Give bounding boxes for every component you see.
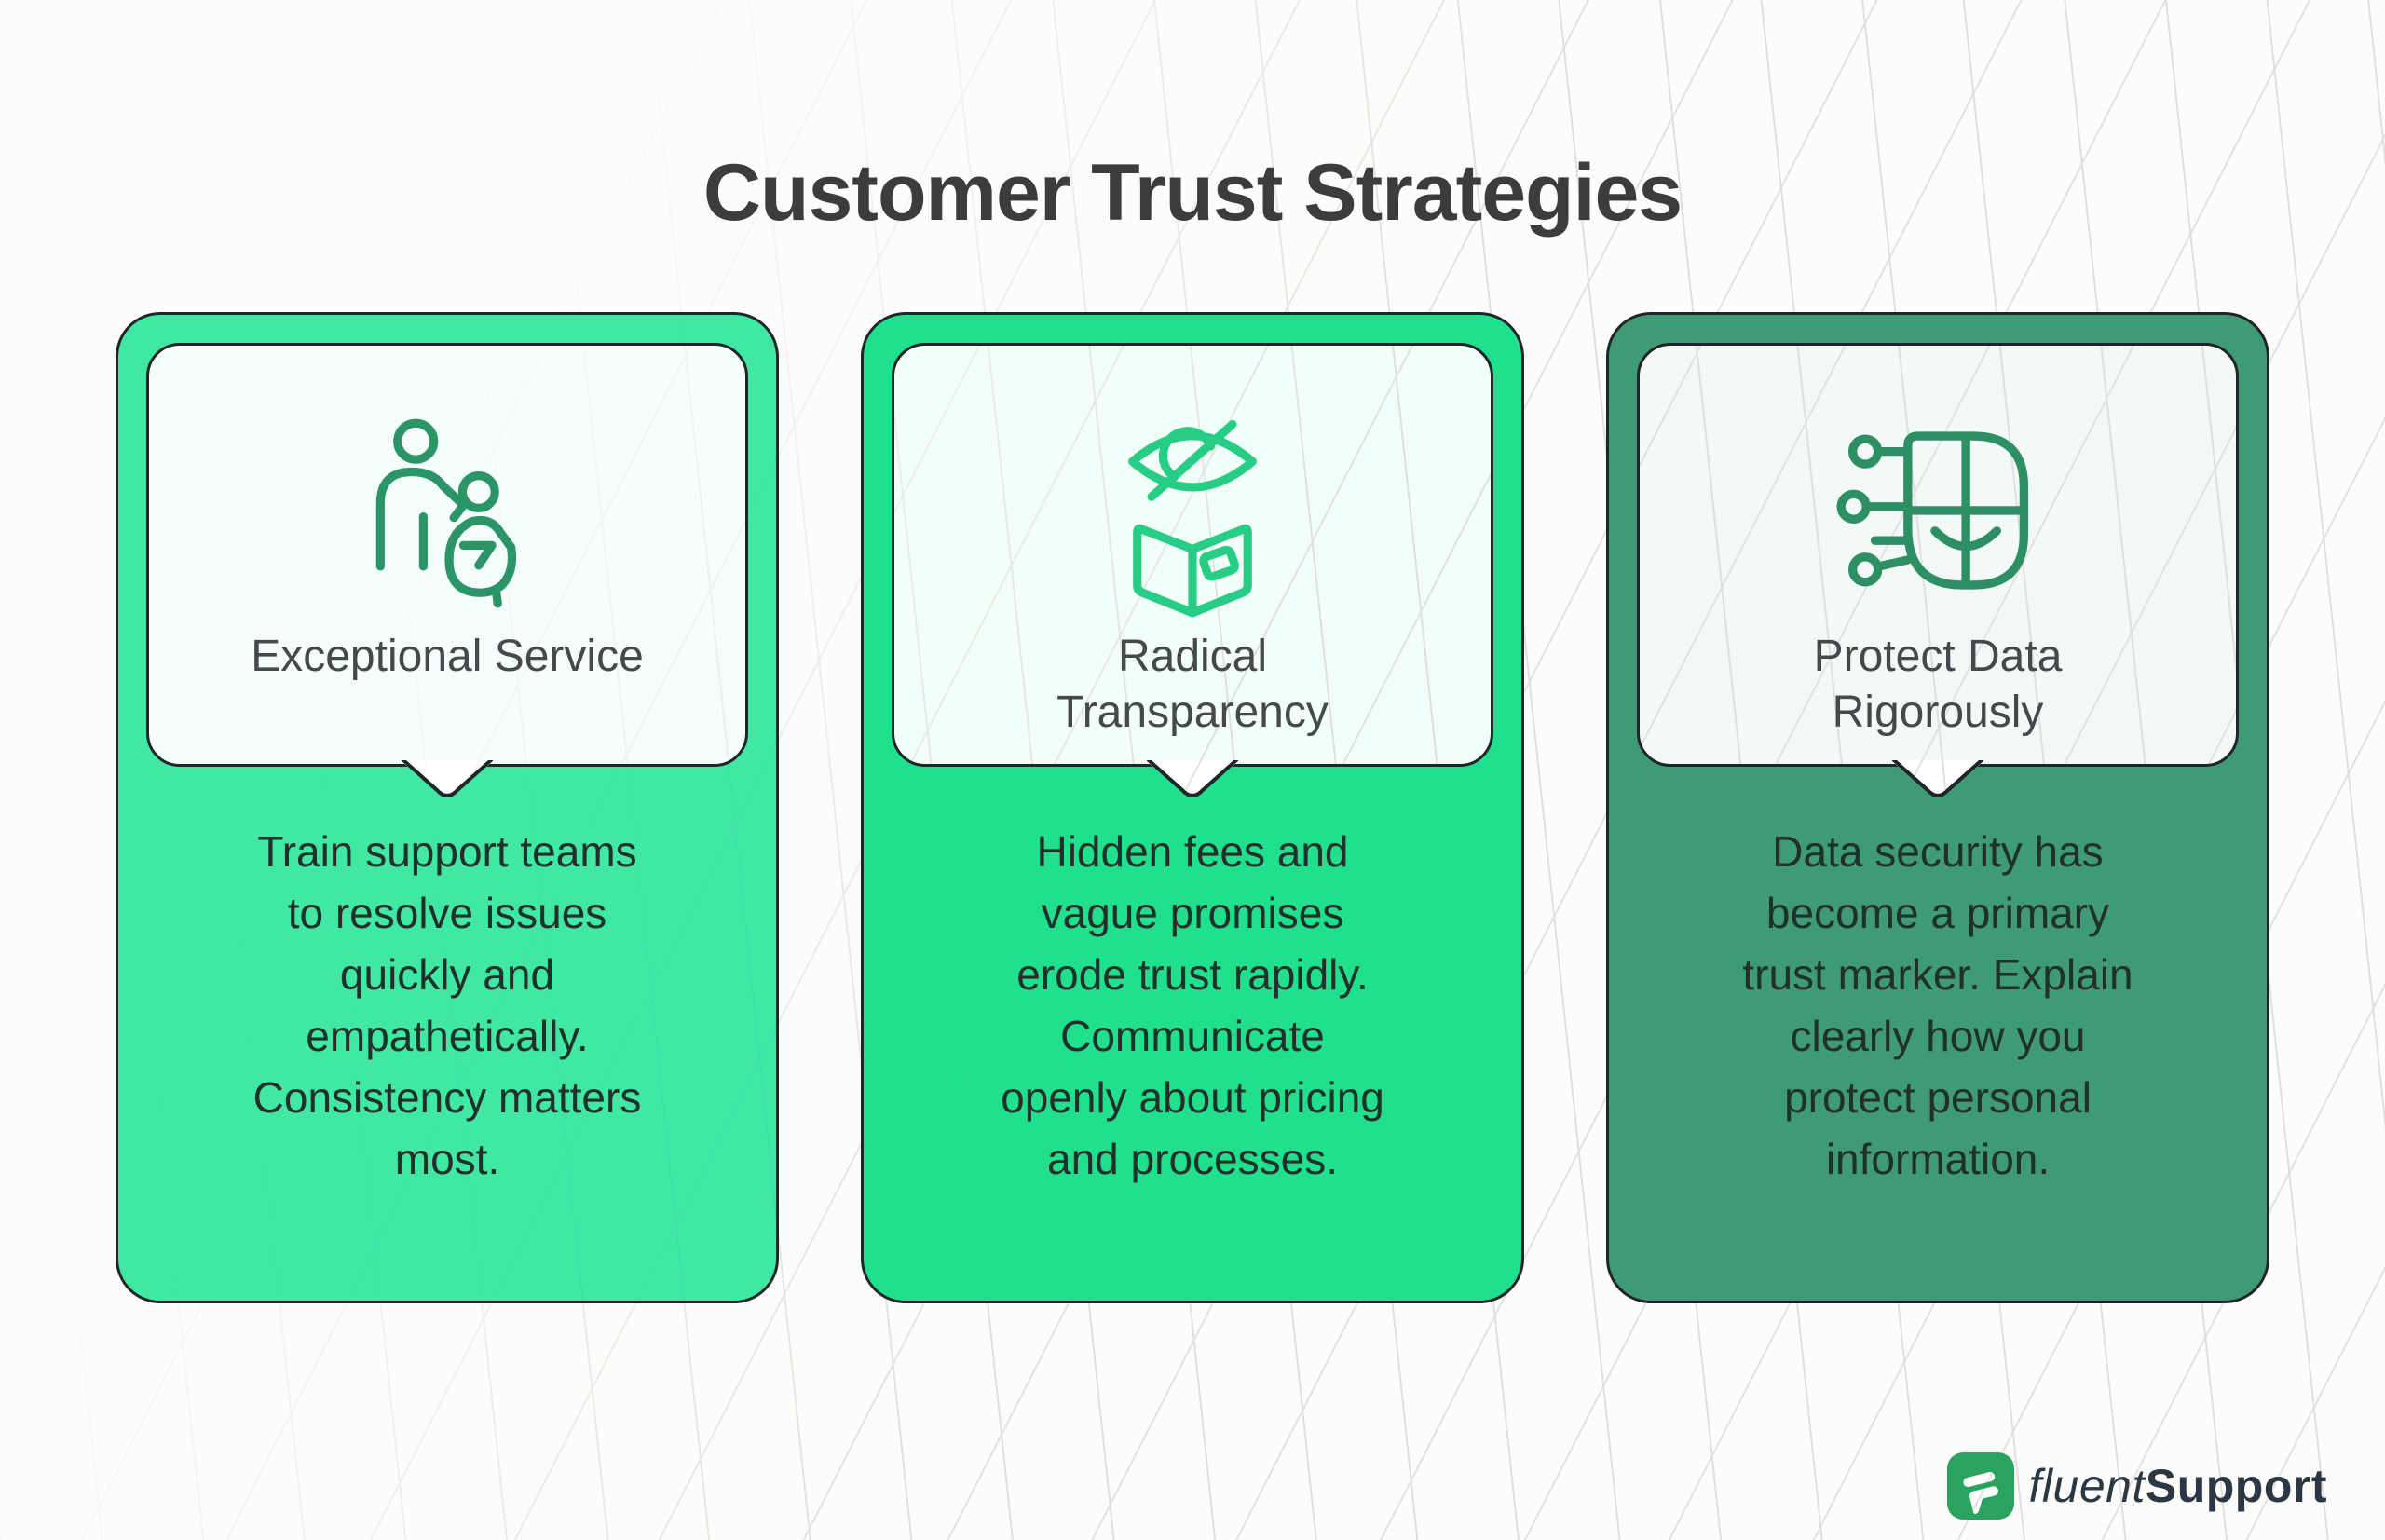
body-line: information. xyxy=(1825,1135,2051,1183)
card-icon-area xyxy=(1836,394,2039,629)
card-body: Train support teams to resolve issues qu… xyxy=(146,821,748,1190)
card-title-line: Rigorously xyxy=(1832,688,2044,737)
card-header-bubble: Radical Transparency xyxy=(892,343,1493,797)
card-title-line: Exceptional Service xyxy=(251,632,644,681)
card-title: Radical Transparency xyxy=(1056,629,1329,741)
transparency-eye-box-icon xyxy=(1128,419,1257,617)
logo-text-fluent: fluent xyxy=(2028,1460,2146,1512)
bubble-tail xyxy=(400,760,495,797)
bubble-tail xyxy=(1145,760,1240,797)
card-title-line: Transparency xyxy=(1056,688,1329,737)
card-exceptional-service: Exceptional Service Train support teams … xyxy=(116,312,779,1303)
body-line: Communicate xyxy=(1060,1012,1325,1060)
body-line: quickly and xyxy=(339,950,555,999)
body-line: erode trust rapidly. xyxy=(1016,950,1369,999)
logo-text-support: Support xyxy=(2145,1460,2327,1512)
fluent-support-logo-icon xyxy=(1946,1452,2014,1520)
card-radical-transparency: Radical Transparency Hidden fees and vag… xyxy=(861,312,1524,1303)
body-line: openly about pricing xyxy=(1001,1073,1384,1122)
card-title-line: Protect Data xyxy=(1813,632,2063,681)
body-line: Hidden fees and xyxy=(1036,827,1349,876)
body-line: vague promises xyxy=(1041,889,1344,937)
body-line: Consistency matters xyxy=(252,1073,642,1122)
body-line: clearly how you xyxy=(1790,1012,2086,1060)
body-line: Data security has xyxy=(1772,827,2104,876)
body-line: and processes. xyxy=(1047,1135,1338,1183)
card-protect-data-rigorously: Protect Data Rigorously Data security ha… xyxy=(1606,312,2269,1303)
fluent-support-logo-text: fluentSupport xyxy=(2029,1459,2327,1513)
cards-row: Exceptional Service Train support teams … xyxy=(0,312,2385,1303)
body-line: most. xyxy=(394,1135,500,1183)
card-icon-area xyxy=(354,394,540,629)
body-line: to resolve issues xyxy=(287,889,607,937)
body-line: empathetically. xyxy=(306,1012,589,1060)
card-body: Hidden fees and vague promises erode tru… xyxy=(892,821,1493,1190)
card-title: Protect Data Rigorously xyxy=(1814,629,2063,741)
people-support-icon xyxy=(375,418,517,607)
card-icon-area xyxy=(1109,394,1276,629)
body-line: become a primary xyxy=(1765,889,2110,937)
body-line: trust marker. Explain xyxy=(1742,950,2133,999)
card-title: Exceptional Service xyxy=(251,629,644,685)
card-header-bubble: Protect Data Rigorously xyxy=(1637,343,2239,797)
page-title: Customer Trust Strategies xyxy=(702,148,1683,238)
body-line: protect personal xyxy=(1784,1073,2092,1122)
data-shield-circuit-icon xyxy=(1836,431,2029,590)
card-header-bubble: Exceptional Service xyxy=(146,343,748,797)
bubble-tail xyxy=(1890,760,1985,797)
card-title-line: Radical xyxy=(1117,632,1268,681)
fluent-support-logo: fluentSupport xyxy=(1946,1452,2327,1520)
card-body: Data security has become a primary trust… xyxy=(1637,821,2239,1190)
body-line: Train support teams xyxy=(257,827,637,876)
